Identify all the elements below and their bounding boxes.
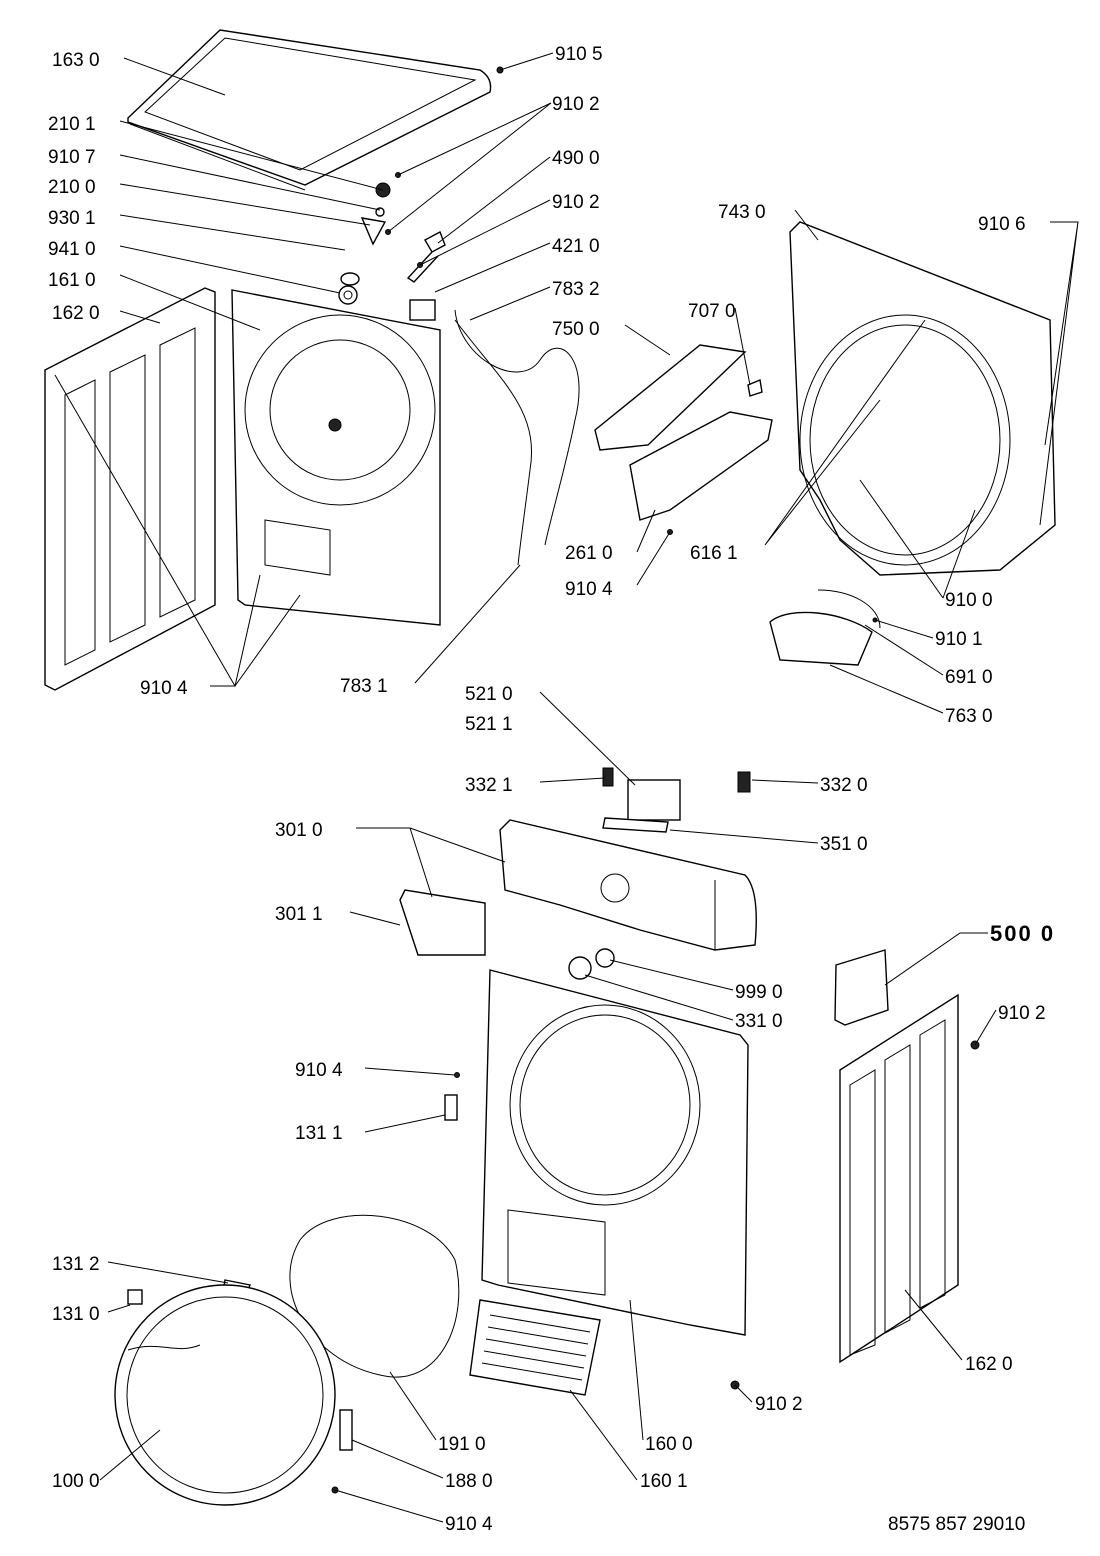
part-bracket-2100 <box>360 217 387 246</box>
label-1910: 191 0 <box>438 1434 486 1455</box>
part-switch-3320 <box>737 771 751 793</box>
part-switch-3321 <box>602 767 614 787</box>
label-9106: 910 6 <box>978 214 1026 235</box>
label-2610: 261 0 <box>565 543 613 564</box>
part-front-panel-1600 <box>481 969 749 1336</box>
label-4210: 421 0 <box>552 236 600 257</box>
label-5211: 521 1 <box>465 714 513 735</box>
label-1620: 162 0 <box>965 1354 1013 1375</box>
label-7832: 783 2 <box>552 279 600 300</box>
part-grille-1601 <box>469 1299 601 1396</box>
label-6161: 616 1 <box>690 543 738 564</box>
label-7831: 783 1 <box>340 676 388 697</box>
leader-lines <box>54 52 1079 1523</box>
label-9101: 910 1 <box>935 629 983 650</box>
label-1610: 161 0 <box>48 270 96 291</box>
part-labels: 163 0 910 5 910 2 210 1 910 7 490 0 210 … <box>48 44 1055 1535</box>
label-9102: 910 2 <box>755 1394 803 1415</box>
part-filter-4210 <box>409 299 436 321</box>
part-hinge-1880 <box>339 1409 353 1451</box>
part-door-1000 <box>114 1284 336 1506</box>
part-hook-1310 <box>127 1289 143 1305</box>
part-ring-9301 <box>340 272 360 286</box>
label-4900: 490 0 <box>552 148 600 169</box>
label-9102: 910 2 <box>552 192 600 213</box>
label-3310: 331 0 <box>735 1011 783 1032</box>
part-water-tank-7500 <box>594 344 747 451</box>
label-9100: 910 0 <box>945 590 993 611</box>
label-2101: 210 1 <box>48 114 96 135</box>
label-1310: 131 0 <box>52 1304 100 1325</box>
part-front-frame-7430 <box>789 221 1056 576</box>
part-side-panel-left <box>44 287 216 691</box>
part-electronic-board-5210 <box>627 779 681 821</box>
bearing-inner <box>343 290 353 300</box>
label-7430: 743 0 <box>718 202 766 223</box>
label-9301: 930 1 <box>48 208 96 229</box>
part-top-lid <box>127 29 492 191</box>
label-5210: 521 0 <box>465 684 513 705</box>
document-code: 8575 857 29010 <box>888 1514 1025 1535</box>
part-knob-3310 <box>568 956 592 980</box>
label-1601: 160 1 <box>640 1471 688 1492</box>
label-1880: 188 0 <box>445 1471 493 1492</box>
label-9102: 910 2 <box>552 94 600 115</box>
label-1620: 162 0 <box>52 303 100 324</box>
label-9104: 910 4 <box>295 1060 343 1081</box>
label-2100: 210 0 <box>48 177 96 198</box>
parts <box>44 29 1056 1506</box>
label-1630: 163 0 <box>52 50 100 71</box>
label-9104: 910 4 <box>445 1514 493 1535</box>
label-3010: 301 0 <box>275 820 323 841</box>
label-3321: 332 1 <box>465 775 513 796</box>
part-screw-9104b <box>454 1072 460 1078</box>
label-3320: 332 0 <box>820 775 868 796</box>
label-1312: 131 2 <box>52 1254 100 1275</box>
label-5000: 500 0 <box>990 921 1055 946</box>
part-back-panel <box>231 289 441 626</box>
label-7630: 763 0 <box>945 706 993 727</box>
label-9104: 910 4 <box>140 678 188 699</box>
label-1311: 131 1 <box>295 1123 343 1144</box>
label-9105: 910 5 <box>555 44 603 65</box>
label-9107: 910 7 <box>48 147 96 168</box>
part-drawer-handle-3011 <box>399 889 486 956</box>
part-control-panel-3010 <box>499 819 757 951</box>
part-knob-9990 <box>595 948 615 968</box>
part-container-2610 <box>629 411 773 521</box>
part-cable-4900 <box>406 231 446 283</box>
label-1600: 160 0 <box>645 1434 693 1455</box>
part-bearing-9410 <box>338 285 358 305</box>
label-9104: 910 4 <box>565 579 613 600</box>
label-9410: 941 0 <box>48 239 96 260</box>
label-3510: 351 0 <box>820 834 868 855</box>
part-button-bar-3510 <box>602 817 669 833</box>
part-filter-7630 <box>769 611 873 666</box>
label-1000: 100 0 <box>52 1471 100 1492</box>
label-9102: 910 2 <box>998 1003 1046 1024</box>
part-hose-7831 <box>454 319 532 566</box>
label-7500: 750 0 <box>552 319 600 340</box>
part-lock-1311 <box>444 1094 458 1121</box>
part-hose-7832 <box>454 309 580 546</box>
part-clip-7070 <box>747 379 763 397</box>
part-side-panel-right <box>839 993 959 1364</box>
label-7070: 707 0 <box>688 301 736 322</box>
label-6910: 691 0 <box>945 667 993 688</box>
label-9990: 999 0 <box>735 982 783 1003</box>
part-module-5000 <box>834 949 889 1026</box>
label-3011: 301 1 <box>275 904 323 925</box>
